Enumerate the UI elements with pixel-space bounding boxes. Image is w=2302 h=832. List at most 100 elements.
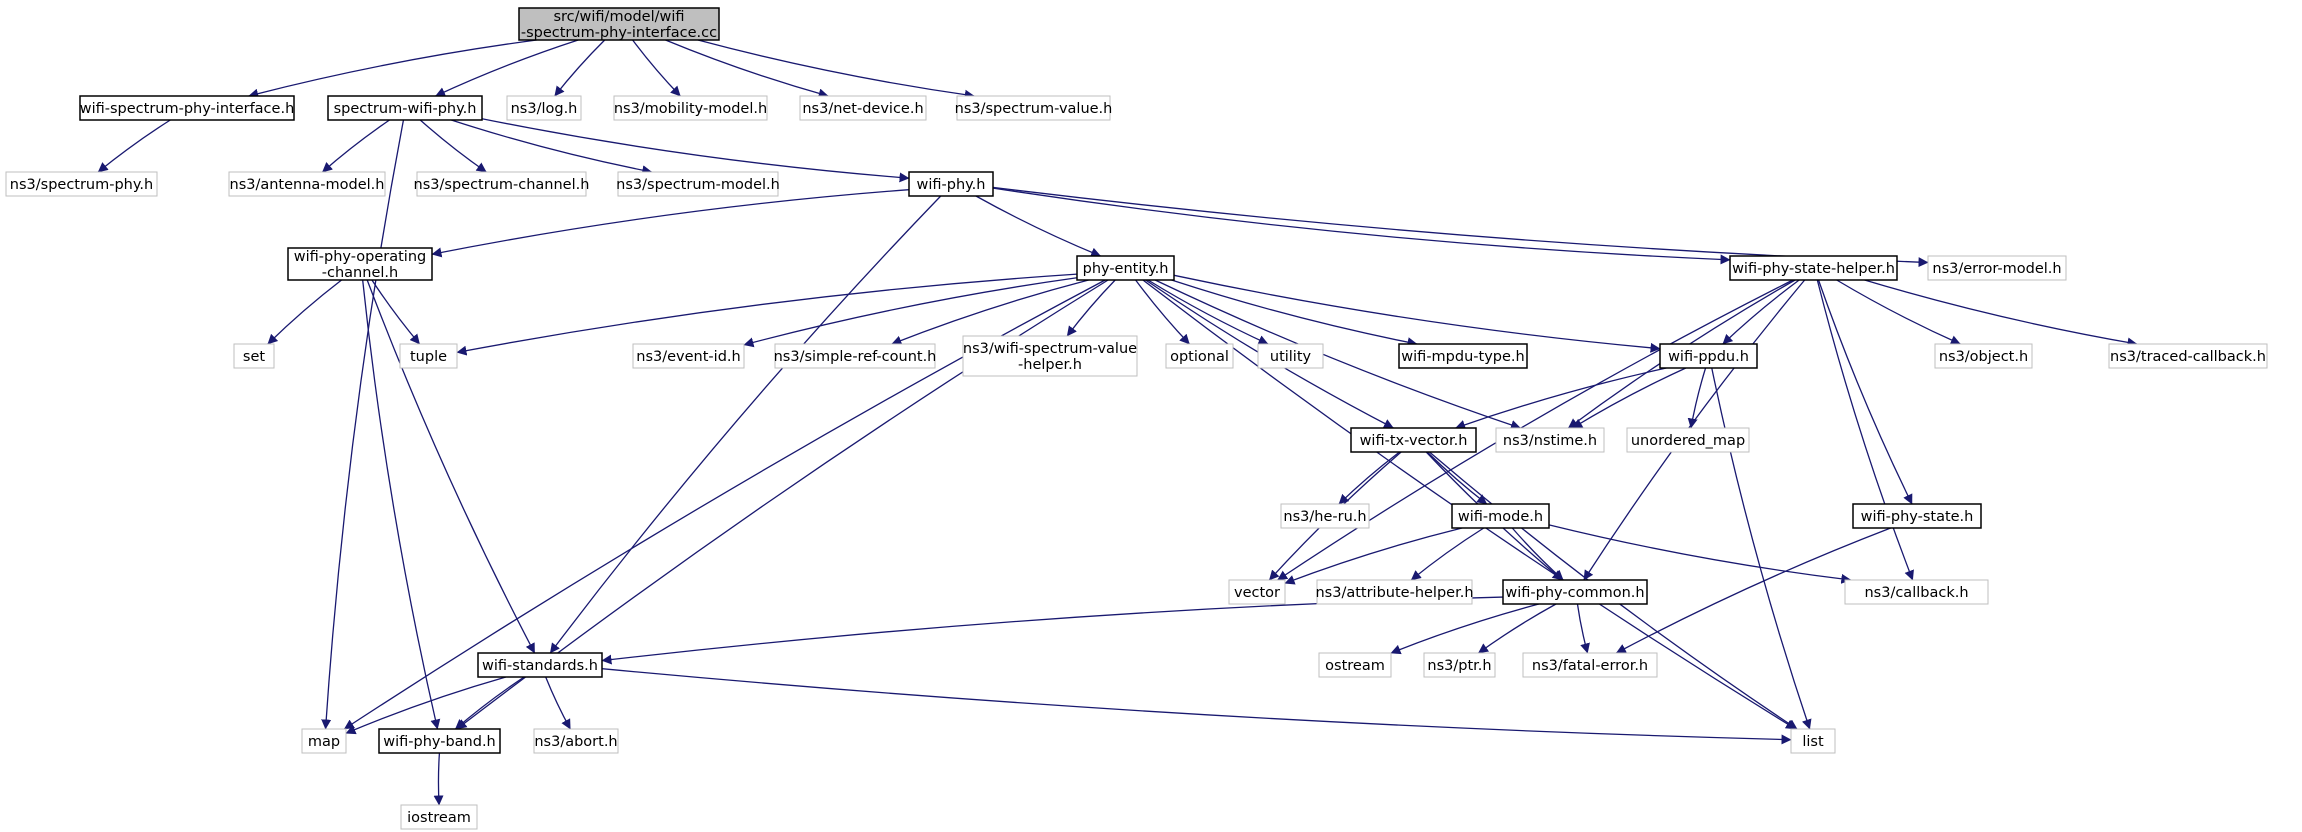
node-box [1844,579,1989,605]
node-mpdutype[interactable]: wifi-mpdu-type.h [1398,343,1528,369]
edge-stateh-to-callback [1816,279,1914,581]
node-ostream: ostream [1318,652,1392,678]
node-simpleref: ns3/simple-ref-count.h [774,343,936,369]
edge-phyent-to-wsvh [1066,279,1116,337]
node-label: wifi-phy-common.h [1505,585,1644,601]
node-box [5,171,158,197]
node-phystate[interactable]: wifi-phy-state.h [1852,503,1982,529]
node-nstime: ns3/nstime.h [1495,427,1605,453]
node-opch[interactable]: wifi-phy-operating-channel.h [287,247,433,281]
node-box [956,95,1111,121]
node-vector: vector [1228,579,1286,605]
node-label: ns3/net-device.h [802,101,923,117]
edge-ppdu-to-umap [1687,367,1707,429]
node-box [1451,503,1550,529]
edge-standards-to-abort [545,676,571,730]
edge-ppdu-to-list [1711,367,1812,730]
node-box [1398,343,1528,369]
edge-phyent-to-ppdu [1173,274,1661,353]
edge-phyent-to-mpdutype [1171,279,1418,348]
node-label: set [243,349,265,365]
node-optional: optional [1165,343,1234,369]
node-box [632,343,745,369]
node-wspi[interactable]: wifi-spectrum-phy-interface.h [79,95,295,121]
node-box [1423,652,1496,678]
edge-opch-to-tuple [371,279,421,345]
node-map: map [301,728,347,754]
node-list: list [1790,728,1836,754]
node-label: ns3/spectrum-model.h [616,177,780,193]
node-box [1076,255,1175,281]
node-traced: ns3/traced-callback.h [2108,343,2268,369]
edge-mode-to-vector [1284,527,1463,585]
edge-wifiphy-to-phyent [975,195,1102,258]
node-label: wifi-ppdu.h [1668,349,1749,365]
node-label: wifi-phy-operating [294,249,426,265]
node-stateh[interactable]: wifi-phy-state-helper.h [1729,255,1898,281]
node-box [518,7,720,41]
node-label: ns3/mobility-model.h [614,101,767,117]
edge-phyent-to-utility [1147,279,1269,345]
edge-phyent-to-tuple [456,273,1078,356]
node-label: ostream [1325,658,1385,674]
edge-txvec-to-heru [1338,451,1400,505]
node-box [287,247,433,281]
node-label: ns3/spectrum-value.h [955,101,1113,117]
node-box [774,343,936,369]
node-label: ns3/event-id.h [636,349,740,365]
node-box [1659,343,1758,369]
edge-stateh-to-phystate [1817,279,1913,505]
edge-stateh-to-ppdu [1722,279,1800,345]
node-label: ns3/antenna-model.h [230,177,385,193]
node-box [400,804,478,830]
edge-standards-to-list [601,668,1792,745]
edge-wifiphy-to-opch [431,189,910,258]
nodes-layer: src/wifi/model/wifi-spectrum-phy-interfa… [5,7,2268,830]
node-root[interactable]: src/wifi/model/wifi-spectrum-phy-interfa… [518,7,720,41]
node-umap: unordered_map [1626,427,1750,453]
edge-opch-to-set [267,279,342,345]
edge-phyent-to-eventid [743,277,1078,348]
node-label: wifi-phy-state-helper.h [1732,261,1895,277]
node-box [1934,343,2033,369]
node-box [799,95,927,121]
node-common[interactable]: wifi-phy-common.h [1502,579,1648,605]
node-txvec[interactable]: wifi-tx-vector.h [1350,427,1477,453]
node-wsvh: ns3/wifi-spectrum-value-helper.h [962,335,1138,377]
node-callback: ns3/callback.h [1844,579,1989,605]
node-phyent[interactable]: phy-entity.h [1076,255,1175,281]
edge-wifiphy-to-errmodel [992,186,1929,268]
edge-txvec-to-mode [1426,451,1488,505]
node-ppdu[interactable]: wifi-ppdu.h [1659,343,1758,369]
node-standards[interactable]: wifi-standards.h [477,652,603,678]
edge-common-to-ptr [1478,603,1557,654]
node-abort: ns3/abort.h [533,728,619,754]
edge-ppdu-to-nstime [1572,367,1687,429]
node-wifiphy[interactable]: wifi-phy.h [908,171,994,197]
node-mode[interactable]: wifi-mode.h [1451,503,1550,529]
node-box [613,95,768,121]
edge-swp-to-specchan [419,119,487,173]
node-label: ns3/spectrum-channel.h [414,177,590,193]
edge-ppdu-to-txvec [1455,367,1667,430]
node-label: ns3/spectrum-phy.h [10,177,153,193]
node-label: src/wifi/model/wifi [553,9,684,25]
node-label: wifi-phy-band.h [383,734,496,750]
node-swp[interactable]: spectrum-wifi-phy.h [327,95,483,121]
edge-phystate-to-fatal [1615,527,1891,654]
node-label: -channel.h [322,265,398,281]
edge-root-to-netdev [665,39,829,99]
edge-standards-to-band [454,676,525,730]
node-box [617,171,779,197]
node-band[interactable]: wifi-phy-band.h [378,728,501,754]
edges-layer [97,39,2138,806]
node-box [506,95,582,121]
node-box [79,95,295,121]
edge-root-to-specval [697,39,975,100]
node-box [327,95,483,121]
edge-root-to-mob [632,39,681,97]
node-label: ns3/he-ru.h [1283,509,1366,525]
node-label: ns3/wifi-spectrum-value [963,341,1137,357]
node-object: ns3/object.h [1934,343,2033,369]
